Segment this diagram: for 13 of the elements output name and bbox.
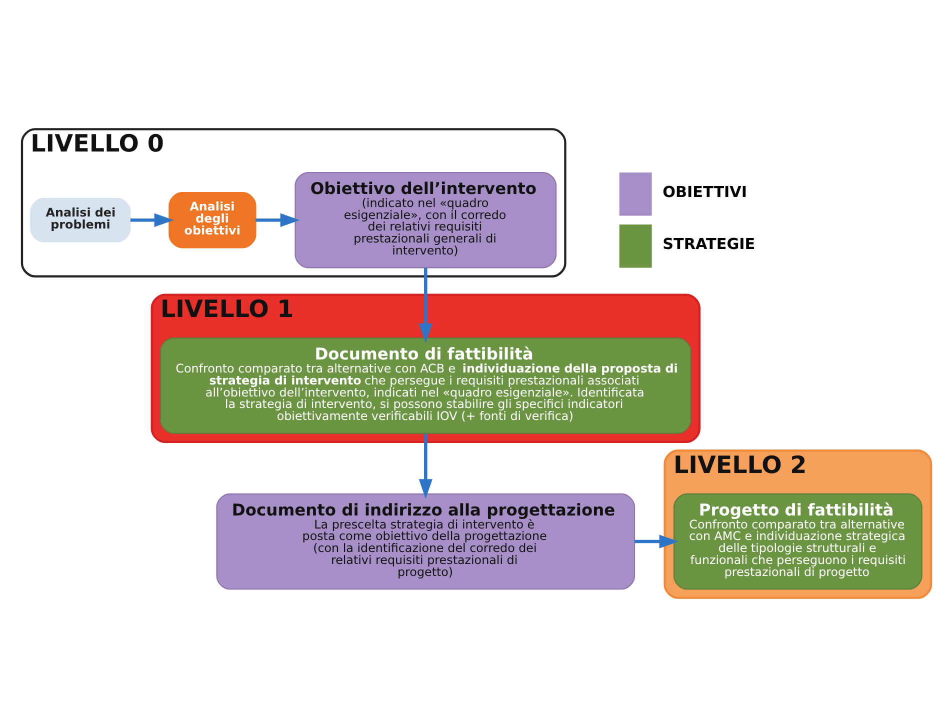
node-box: Documento di indirizzo alla progettazione La prescelta strategia di intervento è posta come obiettivo della progettazione (con la identificazione del corredo dei relativi requisiti prestazionali di progetto) (216, 493, 635, 590)
arrow (130, 213, 174, 227)
node-box: Analisi degli obiettivi (168, 192, 256, 248)
arrow (255, 213, 300, 227)
node-box: Progetto di fattibilità Confronto comparato tra alternative con AMC e individuazione strategica delle tipologie strutturali e funzionali che perseguono i requisiti prestazionali di progetto (672, 493, 922, 590)
arrow (418, 434, 432, 499)
legend-label: OBIETTIVI (662, 183, 747, 202)
node-box: Documento di fattibilità Confronto comparato tra alternative con ACB e individuazione della proposta di strategia di intervento che persegue i requisiti prestazionali associati all’obiettivo dell’intervento, indicati nel «quadro esigenziale». Identificata la strategia di intervento, si possono stabilire gli specifici indicatori obiettivamente verificabili IOV (+ fonti di verifica) (159, 338, 691, 434)
node-box: Analisi dei problemi (30, 198, 130, 242)
arrow (418, 268, 432, 343)
node-box: Obiettivo dell’intervento (indicato nel «quadro esigenziale», con il corredo dei relativi requisiti prestazionali generali di intervento) (294, 172, 556, 268)
arrow (634, 534, 678, 548)
legend-label: STRATEGIE (662, 235, 755, 254)
